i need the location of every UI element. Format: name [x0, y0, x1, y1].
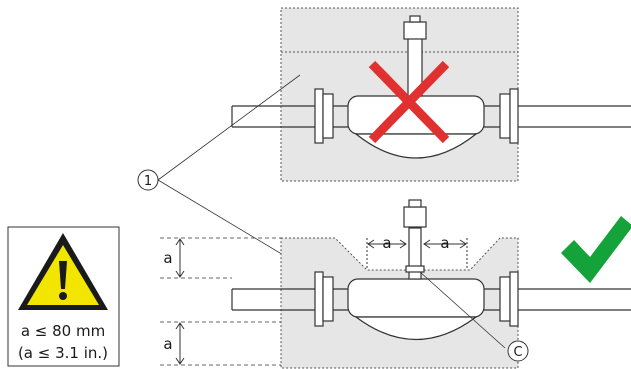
flange-right: [509, 88, 519, 144]
dimension-label-bottom: a: [163, 335, 172, 353]
warning-box: a ≤ 80 mm (a ≤ 3.1 in.): [7, 226, 120, 367]
callout-circle: [137, 169, 159, 191]
dimension-label-top: a: [163, 249, 172, 267]
callout-number: 1: [144, 174, 152, 189]
callout-c-letter: C: [513, 345, 522, 360]
warning-triangle-icon: [18, 233, 108, 310]
leader-line-c: [419, 271, 506, 349]
flange-right-inner: [499, 93, 511, 139]
transmitter-head-b: [403, 206, 427, 228]
incorrect-installation: [231, 7, 631, 182]
transmitter-cap: [409, 15, 421, 23]
flange-left-inner-b: [322, 276, 334, 322]
callout-c-circle: [507, 340, 529, 362]
flange-left: [314, 88, 324, 144]
dimension-label-right: a: [440, 234, 449, 252]
callout-1: 1: [137, 74, 301, 266]
flange-left-b: [314, 271, 324, 327]
transmitter-cap-b: [408, 199, 422, 208]
leader-line-bottom: [157, 179, 301, 266]
flange-right-b: [509, 271, 519, 327]
warning-limit-in: (a ≤ 3.1 in.): [18, 344, 108, 362]
warning-limit-mm: a ≤ 80 mm: [21, 322, 105, 340]
green-check-icon: [561, 216, 631, 283]
correct-installation: a a C: [231, 199, 631, 369]
leader-line-top: [157, 74, 301, 181]
dimension-label-left: a: [382, 234, 391, 252]
transmitter-head: [403, 21, 427, 40]
neck-clamp: [405, 265, 425, 273]
red-x-icon: [368, 60, 450, 144]
flange-right-inner-b: [499, 276, 511, 322]
dimension-vertical: [160, 237, 281, 366]
dimension-horizontal: [366, 238, 468, 270]
sensor-tube-housing-b: [354, 316, 478, 341]
flange-left-inner: [322, 93, 334, 139]
